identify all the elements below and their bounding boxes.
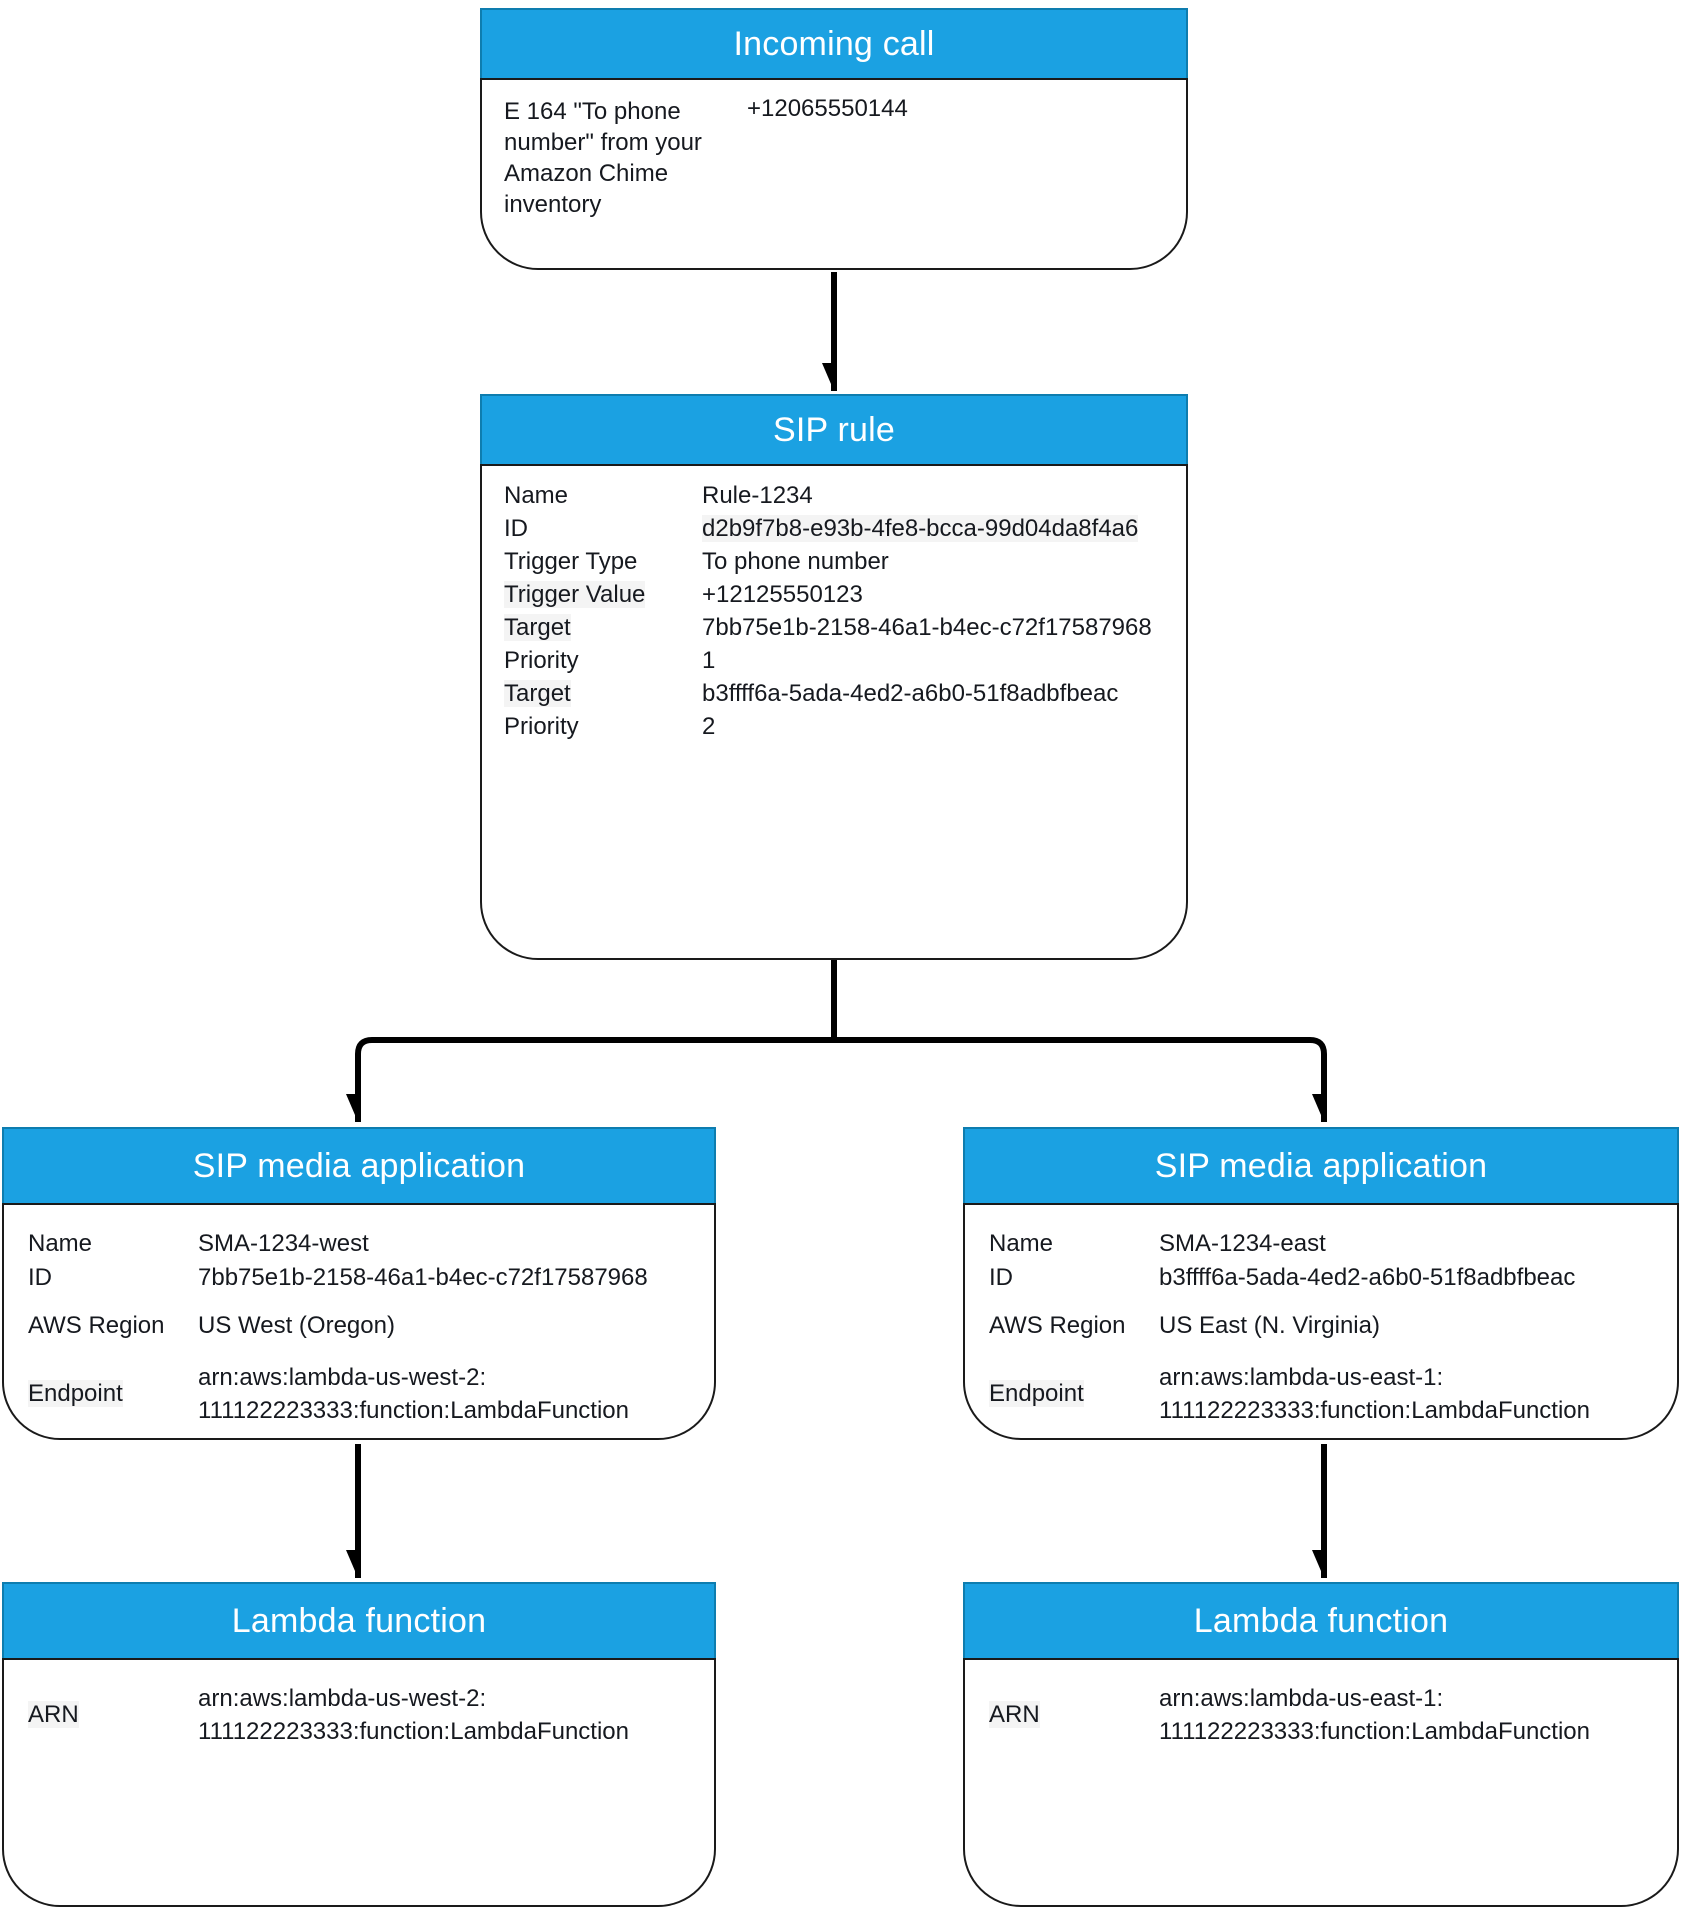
lambda-function-east-node: Lambda function ARN arn:aws:lambda-us-ea… bbox=[963, 1582, 1679, 1907]
field-value: b3ffff6a-5ada-4ed2-a6b0-51f8adbfbeac bbox=[702, 680, 1119, 707]
sip-media-application-east-header: SIP media application bbox=[963, 1127, 1679, 1203]
field-row: ID b3ffff6a-5ada-4ed2-a6b0-51f8adbfbeac bbox=[989, 1261, 1653, 1295]
field-row: Trigger Type To phone number bbox=[504, 545, 1164, 578]
field-label: Target bbox=[504, 614, 571, 641]
field-label: Name bbox=[989, 1230, 1054, 1257]
sip-media-application-east-title: SIP media application bbox=[1154, 1146, 1488, 1185]
field-value: US West (Oregon) bbox=[198, 1312, 395, 1339]
field-label: E 164 "To phone number" from your Amazon… bbox=[504, 98, 702, 218]
field-label: AWS Region bbox=[28, 1312, 165, 1339]
sip-media-application-east-node: SIP media application Name SMA-1234-east… bbox=[963, 1127, 1679, 1440]
field-label: AWS Region bbox=[989, 1312, 1126, 1339]
lambda-function-west-body: ARN arn:aws:lambda-us-west-2: 1111222233… bbox=[2, 1658, 716, 1907]
field-label: ARN bbox=[28, 1701, 79, 1728]
field-label: Name bbox=[504, 482, 569, 509]
field-value: SMA-1234-west bbox=[198, 1230, 369, 1257]
field-label: Trigger Type bbox=[504, 548, 638, 575]
field-label: ID bbox=[28, 1264, 52, 1291]
field-label: Endpoint bbox=[28, 1380, 123, 1407]
field-value: 1 bbox=[702, 647, 716, 674]
field-value: SMA-1234-east bbox=[1159, 1230, 1326, 1257]
field-value: US East (N. Virginia) bbox=[1159, 1312, 1380, 1339]
field-row: Name SMA-1234-west bbox=[28, 1227, 690, 1261]
lambda-function-west-header: Lambda function bbox=[2, 1582, 716, 1658]
field-row: Trigger Value +12125550123 bbox=[504, 578, 1164, 611]
field-row: ID d2b9f7b8-e93b-4fe8-bcca-99d04da8f4a6 bbox=[504, 512, 1164, 545]
field-row: Target b3ffff6a-5ada-4ed2-a6b0-51f8adbfb… bbox=[504, 677, 1164, 710]
sip-rule-node: SIP rule Name Rule-1234 ID d2b9f7b8-e93b… bbox=[480, 394, 1188, 960]
field-row: AWS Region US East (N. Virginia) bbox=[989, 1309, 1653, 1343]
incoming-call-body: E 164 "To phone number" from your Amazon… bbox=[480, 78, 1188, 270]
field-value: 7bb75e1b-2158-46a1-b4ec-c72f17587968 bbox=[702, 614, 1152, 641]
field-row: Target 7bb75e1b-2158-46a1-b4ec-c72f17587… bbox=[504, 611, 1164, 644]
field-row: Priority 1 bbox=[504, 644, 1164, 677]
field-label: ID bbox=[504, 515, 528, 542]
field-label: ARN bbox=[989, 1701, 1040, 1728]
incoming-call-node: Incoming call E 164 "To phone number" fr… bbox=[480, 8, 1188, 270]
lambda-function-west-node: Lambda function ARN arn:aws:lambda-us-we… bbox=[2, 1582, 716, 1907]
field-row: Endpoint arn:aws:lambda-us-west-2: 11112… bbox=[28, 1361, 690, 1427]
field-row: AWS Region US West (Oregon) bbox=[28, 1309, 690, 1343]
sip-media-application-west-node: SIP media application Name SMA-1234-west… bbox=[2, 1127, 716, 1440]
lambda-function-east-title: Lambda function bbox=[1193, 1601, 1449, 1640]
field-label: ID bbox=[989, 1264, 1013, 1291]
arrow-branch-to-sma bbox=[358, 1037, 1327, 1122]
field-value: +12125550123 bbox=[702, 581, 863, 608]
sip-rule-body: Name Rule-1234 ID d2b9f7b8-e93b-4fe8-bcc… bbox=[480, 464, 1188, 960]
field-value: arn:aws:lambda-us-west-2: 111122223333:f… bbox=[198, 1685, 630, 1745]
sip-media-application-west-header: SIP media application bbox=[2, 1127, 716, 1203]
incoming-call-title: Incoming call bbox=[733, 24, 935, 63]
field-label: Name bbox=[28, 1230, 93, 1257]
field-value: Rule-1234 bbox=[702, 482, 813, 509]
sip-rule-header: SIP rule bbox=[480, 394, 1188, 464]
field-row: ARN arn:aws:lambda-us-west-2: 1111222233… bbox=[28, 1682, 690, 1748]
field-value: 7bb75e1b-2158-46a1-b4ec-c72f17587968 bbox=[198, 1264, 648, 1291]
field-row: ID 7bb75e1b-2158-46a1-b4ec-c72f17587968 bbox=[28, 1261, 690, 1295]
lambda-function-west-title: Lambda function bbox=[231, 1601, 487, 1640]
field-value: +12065550144 bbox=[747, 95, 908, 122]
incoming-call-header: Incoming call bbox=[480, 8, 1188, 78]
sip-rule-title: SIP rule bbox=[773, 410, 895, 449]
field-label: Priority bbox=[504, 647, 579, 674]
field-value: arn:aws:lambda-us-east-1: 111122223333:f… bbox=[1159, 1364, 1591, 1424]
field-row: Name Rule-1234 bbox=[504, 479, 1164, 512]
field-value: To phone number bbox=[702, 548, 889, 575]
field-label: Priority bbox=[504, 713, 579, 740]
field-value: arn:aws:lambda-us-east-1: 111122223333:f… bbox=[1159, 1685, 1591, 1745]
field-row: Endpoint arn:aws:lambda-us-east-1: 11112… bbox=[989, 1361, 1653, 1427]
field-row: E 164 "To phone number" from your Amazon… bbox=[504, 93, 1164, 220]
field-label: Target bbox=[504, 680, 571, 707]
lambda-function-east-header: Lambda function bbox=[963, 1582, 1679, 1658]
field-label: Endpoint bbox=[989, 1380, 1084, 1407]
lambda-function-east-body: ARN arn:aws:lambda-us-east-1: 1111222233… bbox=[963, 1658, 1679, 1907]
field-value: arn:aws:lambda-us-west-2: 111122223333:f… bbox=[198, 1364, 630, 1424]
field-value: 2 bbox=[702, 713, 716, 740]
sip-media-application-east-body: Name SMA-1234-east ID b3ffff6a-5ada-4ed2… bbox=[963, 1203, 1679, 1440]
field-value: d2b9f7b8-e93b-4fe8-bcca-99d04da8f4a6 bbox=[702, 515, 1139, 542]
sip-media-application-west-body: Name SMA-1234-west ID 7bb75e1b-2158-46a1… bbox=[2, 1203, 716, 1440]
sip-media-application-west-title: SIP media application bbox=[192, 1146, 526, 1185]
field-label: Trigger Value bbox=[504, 581, 646, 608]
field-row: Name SMA-1234-east bbox=[989, 1227, 1653, 1261]
field-row: ARN arn:aws:lambda-us-east-1: 1111222233… bbox=[989, 1682, 1653, 1748]
field-row: Priority 2 bbox=[504, 710, 1164, 743]
field-value: b3ffff6a-5ada-4ed2-a6b0-51f8adbfbeac bbox=[1159, 1264, 1576, 1291]
